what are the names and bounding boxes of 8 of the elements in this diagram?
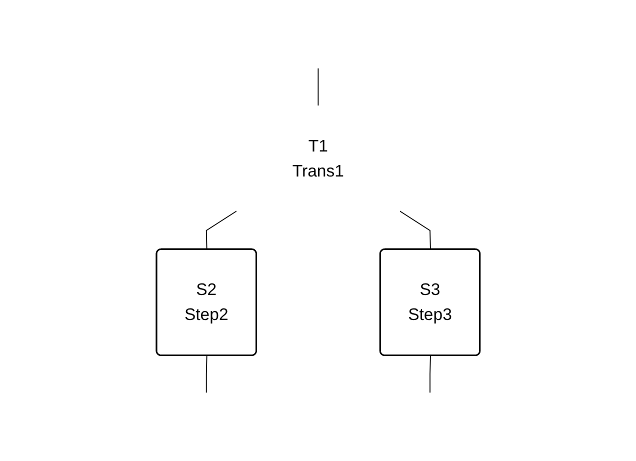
connector-line — [206, 355, 208, 394]
node-label: T1 — [308, 136, 328, 156]
connector-line — [429, 355, 431, 394]
connector-line — [206, 210, 237, 250]
step-box: S2 Step2 — [156, 248, 257, 356]
step-box: S3 Step3 — [379, 248, 480, 356]
node-label: Trans1 — [292, 162, 344, 180]
connector-line — [399, 210, 431, 250]
